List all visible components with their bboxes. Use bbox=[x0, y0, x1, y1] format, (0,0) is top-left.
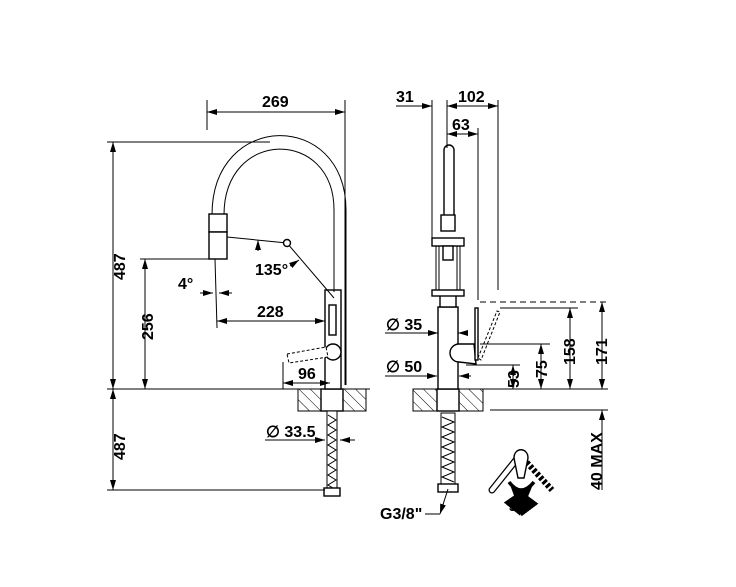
faucet-shank bbox=[320, 388, 344, 412]
arm-pivot bbox=[282, 238, 292, 248]
spray-head-collar bbox=[208, 213, 228, 233]
front-view: 31 102 63 ∅ 35 ∅ 50 53 75 158 171 40 MAX… bbox=[380, 89, 611, 523]
dim-label-63: 63 bbox=[452, 117, 470, 134]
dim-label-53: 53 bbox=[506, 370, 523, 388]
rotation-360-icon bbox=[488, 449, 555, 517]
bracket-top bbox=[431, 237, 465, 247]
rotation-label: 360° bbox=[509, 499, 536, 514]
dim-label-102: 102 bbox=[458, 89, 485, 106]
lever-ghost-front bbox=[477, 310, 501, 361]
dim-label-171: 171 bbox=[594, 338, 611, 365]
dim-label-4deg: 4° bbox=[178, 276, 193, 293]
spout-inner bbox=[223, 148, 335, 292]
dim-label-33-5: ∅ 33.5 bbox=[266, 424, 316, 441]
dim-label-269: 269 bbox=[262, 94, 289, 111]
dim-label-35: ∅ 35 bbox=[386, 317, 422, 334]
lever-hub bbox=[324, 343, 342, 361]
spray-head bbox=[208, 231, 228, 260]
lever-front bbox=[474, 307, 479, 361]
lever-base-front bbox=[449, 343, 477, 365]
supply-hose-front bbox=[437, 412, 459, 493]
dim-label-228: 228 bbox=[257, 304, 284, 321]
bracket-bottom bbox=[431, 289, 465, 297]
side-view: 269 487 256 4° 135° 228 96 ∅ 33.5 487 bbox=[107, 94, 370, 497]
dim-label-256: 256 bbox=[140, 313, 157, 340]
connection-label: G3/8" bbox=[380, 506, 422, 523]
dim-label-50: ∅ 50 bbox=[386, 359, 422, 376]
lever-ghost bbox=[286, 346, 329, 364]
dim-label-96: 96 bbox=[298, 366, 316, 383]
shank-front bbox=[436, 388, 460, 412]
dim-label-158: 158 bbox=[562, 338, 579, 365]
dim-label-31: 31 bbox=[396, 89, 414, 106]
body-slot bbox=[328, 304, 337, 336]
spout-front bbox=[443, 144, 455, 223]
spout-outer bbox=[211, 135, 347, 385]
supply-hose bbox=[323, 410, 341, 497]
dim-label-135deg: 135° bbox=[255, 262, 288, 279]
dim-label-487-height: 487 bbox=[112, 253, 129, 280]
dim-label-40-max: 40 MAX bbox=[589, 432, 606, 490]
spray-collar-front bbox=[440, 214, 456, 232]
dim-label-75: 75 bbox=[534, 360, 551, 378]
dim-label-487-hose: 487 bbox=[112, 433, 129, 460]
